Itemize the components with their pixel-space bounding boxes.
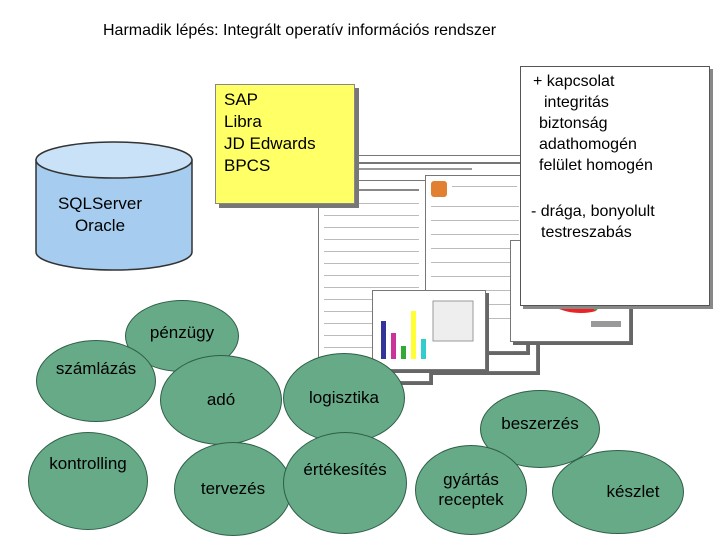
- module-kontrolling: kontrolling: [28, 432, 148, 530]
- module-label: pénzügy: [149, 323, 215, 342]
- module-keszlet: készlet: [552, 450, 684, 534]
- con-item: - drága, bonyolult: [531, 203, 655, 220]
- erp-product-item: JD Edwards: [224, 134, 316, 153]
- database-cylinder-icon: [35, 141, 193, 271]
- pro-item: felület homogén: [539, 157, 653, 174]
- module-label: logisztika: [309, 388, 379, 407]
- erp-products-note: SAP Libra JD Edwards BPCS: [215, 84, 355, 204]
- module-label: készlet: [606, 482, 660, 501]
- erp-product-item: BPCS: [224, 156, 271, 175]
- module-label: beszerzés: [501, 414, 579, 433]
- erp-product-item: Libra: [224, 112, 262, 131]
- module-szamlazas: számlázás: [36, 340, 156, 422]
- con-item: testreszabás: [541, 224, 632, 241]
- module-label: számlázás: [55, 359, 137, 378]
- module-logisztika: logisztika: [283, 353, 405, 443]
- pro-item: integritás: [544, 94, 609, 111]
- pro-item: biztonság: [539, 115, 608, 132]
- module-label: kontrolling: [49, 454, 127, 473]
- report-document-bar: [372, 290, 486, 370]
- slide-title: Harmadik lépés: Integrált operatív infor…: [103, 22, 497, 39]
- module-tervezes: tervezés: [174, 442, 292, 536]
- pro-item: + kapcsolat: [533, 73, 615, 90]
- module-ertekesites: értékesítés: [283, 432, 407, 534]
- module-label: adó: [206, 390, 236, 409]
- module-label: tervezés: [200, 479, 266, 498]
- module-label: gyártás receptek: [438, 470, 504, 509]
- module-label: értékesítés: [303, 460, 387, 479]
- database-item: Oracle: [74, 216, 126, 235]
- module-gyartas-receptek: gyártás receptek: [415, 445, 527, 535]
- module-penzugy: pénzügy: [125, 300, 239, 372]
- erp-product-item: SAP: [224, 90, 259, 109]
- pro-item: adathomogén: [539, 136, 637, 153]
- module-beszerzes: beszerzés: [480, 390, 600, 468]
- pros-cons-box: + kapcsolat integritás biztonság adathom…: [520, 66, 710, 306]
- module-ado: adó: [160, 355, 282, 445]
- database-labels: SQLServer Oracle: [40, 193, 160, 237]
- database-item: SQLServer: [57, 194, 143, 213]
